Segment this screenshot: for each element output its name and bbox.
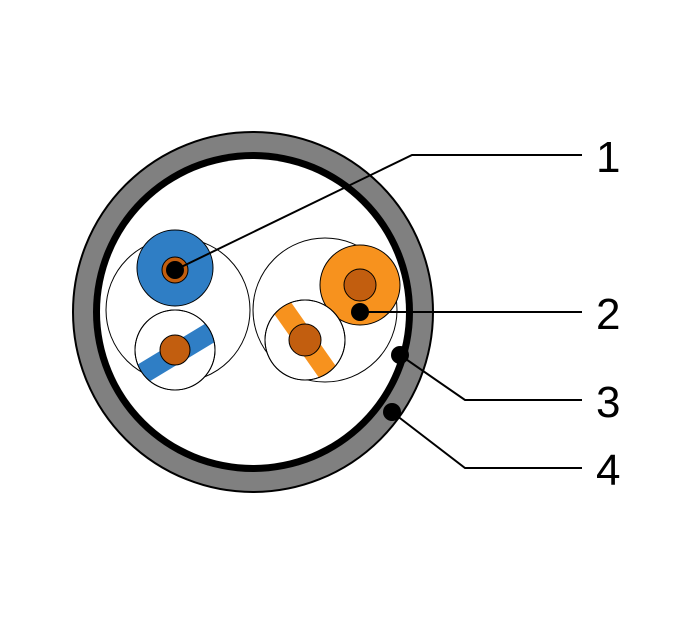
orange-wire-conductor [343,268,377,302]
callout-label-4: 4 [596,446,620,495]
white-orange-wire-conductor [288,323,322,357]
callout-label-2: 2 [596,290,620,339]
leader-dot-4 [383,403,401,421]
callout-label-3: 3 [596,378,620,427]
callout-label-1: 1 [596,133,620,182]
leader-line-4 [391,411,582,469]
leader-dot-2 [351,303,369,321]
white-blue-wire-conductor [159,334,191,366]
leader-dot-3 [391,346,409,364]
leader-line-1 [174,154,582,271]
leader-dot-1 [166,261,184,279]
leader-line-3 [399,354,582,401]
